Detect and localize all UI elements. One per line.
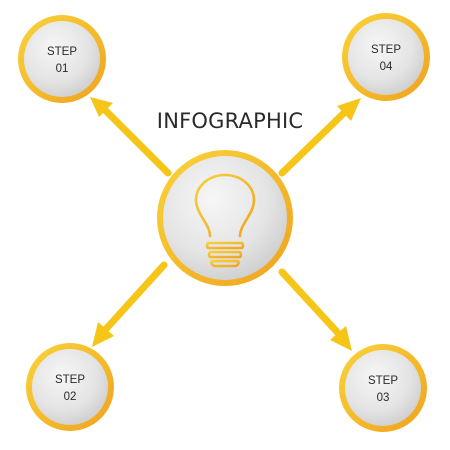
step-04-label: STEP 04 — [351, 42, 421, 76]
step-label-text: STEP — [367, 375, 399, 387]
step-circle-02 — [26, 343, 114, 431]
step-number: 04 — [379, 61, 393, 73]
step-01-label: STEP 01 — [27, 44, 97, 78]
arrow-to-step-03 — [278, 268, 352, 351]
diagram-title: INFOGRAPHIC — [156, 109, 304, 133]
step-number: 02 — [63, 391, 77, 403]
step-circle-01 — [18, 15, 106, 103]
step-circle-04 — [342, 13, 430, 101]
step-03-label: STEP 03 — [348, 373, 418, 407]
arrow-to-step-02 — [92, 261, 168, 347]
center-circle — [157, 150, 293, 286]
step-label-text: STEP — [46, 46, 78, 58]
step-label-text: STEP — [370, 44, 402, 56]
step-number: 03 — [376, 392, 390, 404]
step-02-label: STEP 02 — [35, 372, 105, 406]
lightbulb-icon — [194, 173, 256, 268]
arrow-to-step-01 — [90, 97, 172, 177]
arrow-to-step-04 — [278, 98, 361, 177]
step-circle-03 — [339, 344, 427, 432]
step-label-text: STEP — [54, 374, 86, 386]
step-number: 01 — [55, 63, 69, 75]
